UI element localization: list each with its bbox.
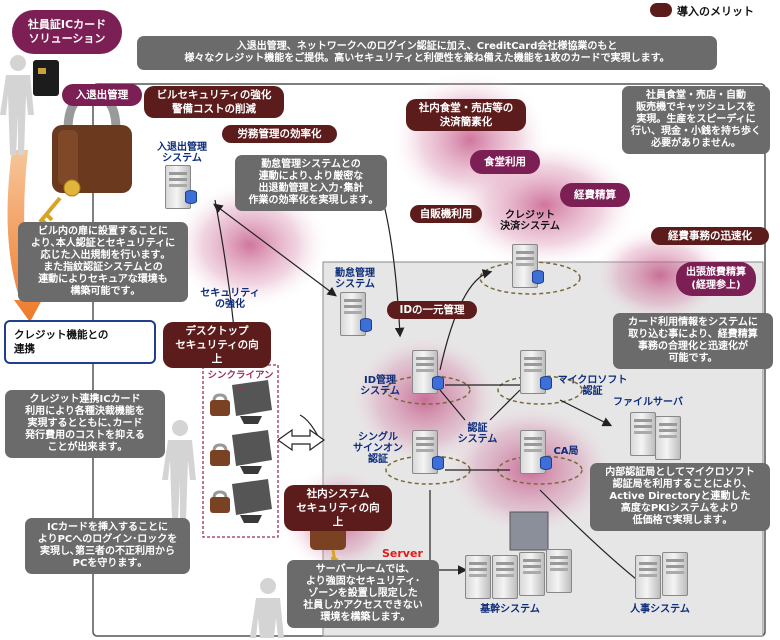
note-server-room: サーバールームでは､ より強固なセキュリティ･ ゾーンを設置し限定した 社員しか… xyxy=(287,560,439,628)
server-core-2 xyxy=(492,555,518,599)
label-entry-system: 入退出管理 システム xyxy=(157,142,207,164)
label-ms-auth: マイクロソフト 認証 xyxy=(557,375,628,397)
server-file-1 xyxy=(630,412,656,456)
merit-meal: 食堂利用 xyxy=(470,150,540,174)
solution-title-badge: 社員証ICカード ソリューション xyxy=(12,10,122,54)
label-hr-system: 人事システム xyxy=(630,604,690,615)
note-card-info: カード利用情報をシステムに 取り込む事により、経費精算 事務の合理化と迅速化が … xyxy=(613,313,773,369)
merit-internal-security: 社内システム セキュリティの向上 xyxy=(284,485,392,531)
merit-desktop-security: デスクトップ セキュリティの向上 xyxy=(163,322,271,368)
label-auth-system: 認証 システム xyxy=(457,423,498,445)
note-cashless: 社員食堂・売店・自動 販売機でキャッシュレスを 実現。生産をスピーディに 行い、… xyxy=(622,86,770,154)
server-hr-2 xyxy=(662,552,688,596)
label-attendance-system: 勤怠管理 システム xyxy=(335,268,375,290)
server-file-2 xyxy=(655,416,681,460)
server-hr-1 xyxy=(635,555,661,599)
db-icon xyxy=(532,270,544,284)
merit-vending: 自販機利用 xyxy=(410,205,482,223)
key-icon xyxy=(38,179,81,227)
label-credit-system: クレジット 決済システム xyxy=(500,210,560,232)
db-icon xyxy=(432,456,444,470)
db-icon xyxy=(432,376,444,390)
server-core-1 xyxy=(465,555,491,599)
merit-expense-speed: 経費事務の迅速化 xyxy=(651,227,769,245)
monitor-icons xyxy=(232,380,272,523)
merit-entry-management: 入退出管理 xyxy=(62,84,142,106)
label-security-up: セキュリティ の強化 xyxy=(200,288,260,310)
label-ca: CA局 xyxy=(553,446,579,457)
label-core-system: 基幹システム xyxy=(480,604,540,615)
db-icon xyxy=(360,318,372,332)
note-credit: クレジット連携ICカード 利用により各種決裁機能を 実現するとともに､カード 発… xyxy=(5,390,165,458)
db-icon xyxy=(540,376,552,390)
thin-client-padlocks xyxy=(210,393,230,513)
note-door: ビル内の扉に設置することに より､本人認証とセキュリティに 応じた入出規制を行い… xyxy=(18,222,188,302)
note-ca: 内部認証局としてマイクロソフト 認証局を利用することにより､ Active Di… xyxy=(590,463,770,531)
rack-icon xyxy=(509,511,549,551)
legend-label: 導入のメリット xyxy=(677,5,754,18)
db-icon xyxy=(540,456,552,470)
merit-labor-efficiency: 労務管理の効率化 xyxy=(222,125,337,143)
intro-text: 入退出管理、ネットワークへのログイン認証に加え、CreditCard会社様協業の… xyxy=(137,36,717,70)
merit-expense: 経費精算 xyxy=(560,183,630,207)
server-sso xyxy=(412,430,438,474)
label-sso: シングル サインオン 認証 xyxy=(353,432,403,465)
person-silhouettes xyxy=(0,55,284,638)
legend-swatch xyxy=(650,3,672,17)
merit-building-security: ビルセキュリティの強化 警備コストの削減 xyxy=(144,86,284,118)
server-core-4 xyxy=(546,549,572,593)
label-thin-client: シンクライアント xyxy=(207,370,274,395)
merit-trip: 出張旅費精算 (経理参上) xyxy=(676,262,756,296)
label-file-server: ファイルサーバ xyxy=(613,397,683,408)
note-pc: ICカードを挿入することに よりPCへのログイン･ロックを 実現し､第三者の不正… xyxy=(25,518,190,574)
merit-id-unify: IDの一元管理 xyxy=(387,301,477,319)
merit-credit-link: クレジット機能との 連携 xyxy=(4,320,156,364)
note-attendance: 勤怠管理システムとの 連動により､より厳密な 出退勤管理と入力･集計 作業の効率… xyxy=(235,155,387,211)
merit-cafeteria: 社内食堂・売店等の 決済簡素化 xyxy=(406,99,526,131)
server-core-3 xyxy=(519,552,545,596)
padlock-icon xyxy=(52,90,132,193)
label-server: Server xyxy=(382,547,423,560)
label-id-system: ID管理 システム xyxy=(360,375,400,397)
db-icon xyxy=(185,190,197,204)
